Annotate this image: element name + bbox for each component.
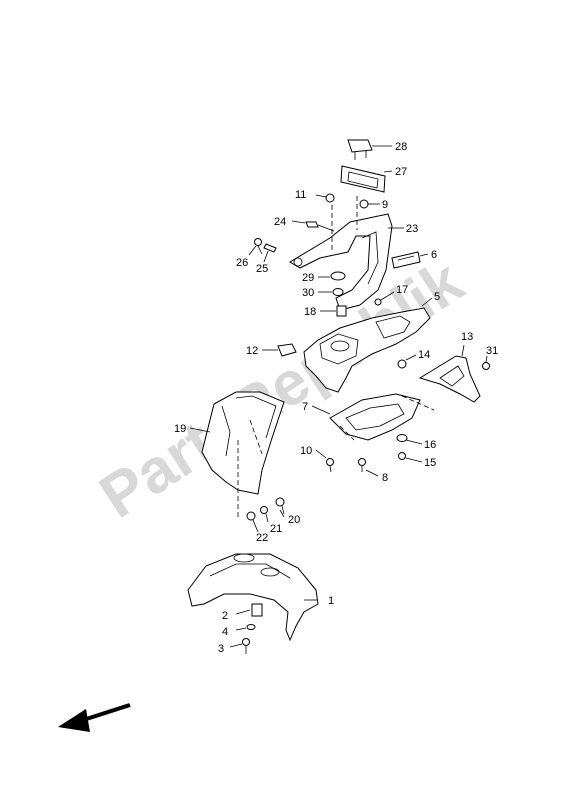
callout-7: 7 (302, 401, 308, 413)
callout-24: 24 (274, 216, 286, 228)
callout-27: 27 (395, 166, 407, 178)
callout-31: 31 (486, 345, 498, 357)
callout-22: 22 (256, 532, 268, 544)
callout-30: 30 (302, 287, 314, 299)
hardware-17-18-29-30 (318, 271, 395, 317)
part-31-screw (482, 355, 490, 370)
hardware-2-3-4 (229, 603, 263, 654)
callout-25: 25 (256, 263, 268, 275)
callout-20: 20 (288, 514, 300, 526)
part-23-rear-frame (289, 196, 404, 311)
callout-15: 15 (424, 457, 436, 469)
part-28-bracket (347, 139, 392, 160)
callout-29: 29 (302, 272, 314, 284)
callout-11: 11 (295, 189, 306, 201)
callout-6: 6 (431, 249, 437, 261)
part-19-mud-guard (189, 391, 285, 520)
callout-4: 4 (222, 626, 228, 638)
hardware-9-11-24 (291, 193, 380, 232)
part-27-reflector (340, 165, 393, 193)
callout-8: 8 (382, 472, 388, 484)
part-12-clip (262, 343, 297, 357)
callout-9: 9 (382, 199, 388, 211)
callout-3: 3 (218, 643, 224, 655)
callout-28: 28 (395, 141, 407, 153)
part-1-front-fender (187, 553, 319, 642)
part-5-rear-fender (303, 297, 433, 393)
hardware-8-10-15-16 (315, 434, 423, 477)
callout-18: 18 (304, 306, 316, 318)
hardware-25-26 (248, 238, 277, 263)
part-14-nut (397, 354, 417, 369)
callout-2: 2 (222, 610, 228, 622)
callout-12: 12 (246, 345, 258, 357)
callout-labels: 28 27 11 9 24 23 6 26 25 29 30 17 5 18 1… (174, 141, 498, 655)
callout-14: 14 (418, 349, 430, 361)
callout-23: 23 (406, 223, 418, 235)
callout-16: 16 (424, 439, 436, 451)
callout-19: 19 (174, 423, 186, 435)
hardware-20-21-22 (246, 497, 285, 533)
callout-17: 17 (396, 284, 408, 296)
part-7-lower-cover (311, 393, 435, 441)
callout-1: 1 (328, 595, 334, 607)
callout-5: 5 (434, 291, 440, 303)
watermark: PartsRepublik (88, 247, 476, 532)
callout-13: 13 (461, 331, 473, 343)
callout-26: 26 (236, 257, 248, 269)
part-6-reflector-strip (391, 251, 429, 269)
callout-21: 21 (270, 523, 282, 535)
front-direction-arrow-icon (58, 703, 131, 732)
callout-10: 10 (300, 445, 312, 457)
part-13-rear-bracket (418, 344, 481, 403)
